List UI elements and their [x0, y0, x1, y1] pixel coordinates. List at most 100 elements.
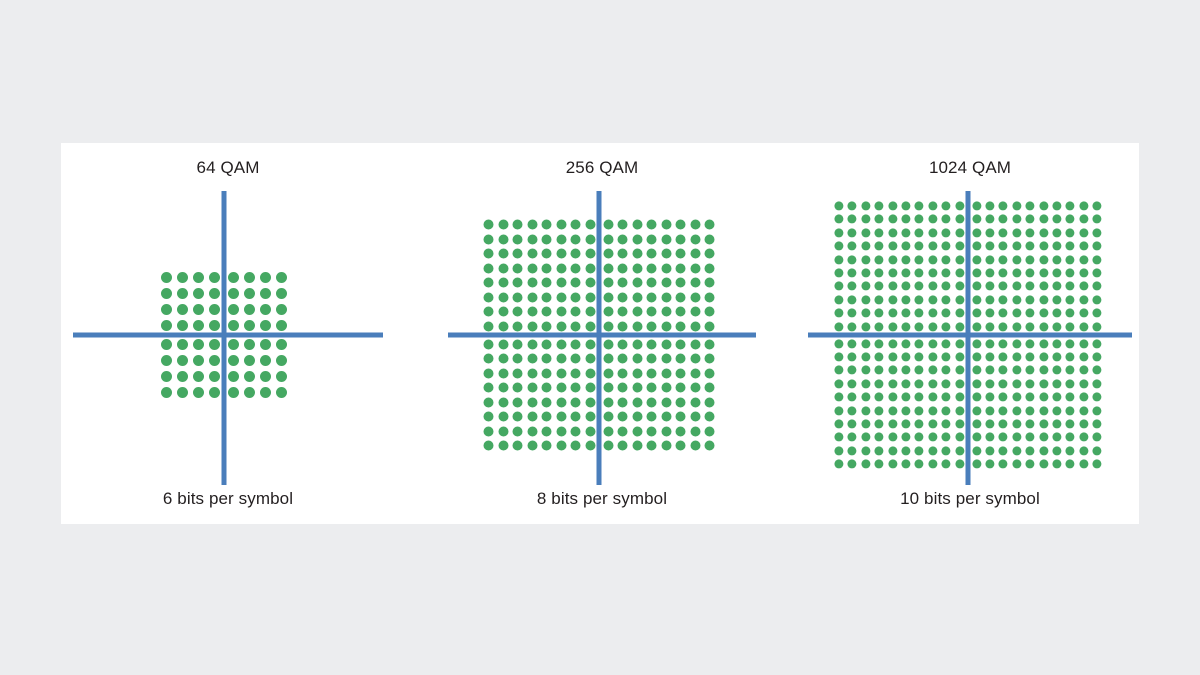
constellation-point	[690, 277, 700, 288]
constellation-point	[228, 304, 239, 315]
constellation-point	[985, 379, 995, 389]
constellation-point	[541, 368, 552, 378]
constellation-point	[941, 379, 951, 389]
constellation-point	[632, 426, 642, 436]
constellation-point	[512, 382, 523, 393]
constellation-point	[570, 397, 581, 407]
constellation-point	[985, 241, 995, 251]
constellation-point	[998, 446, 1008, 456]
constellation-point	[483, 292, 494, 302]
constellation-point	[901, 295, 911, 305]
constellation-point	[228, 320, 239, 331]
constellation-point	[928, 352, 938, 362]
constellation-point	[646, 426, 657, 436]
constellation-point	[861, 214, 871, 224]
constellation-point	[888, 268, 897, 278]
constellation-point	[928, 339, 938, 348]
constellation-point	[585, 219, 595, 230]
constellation-point	[985, 255, 995, 264]
constellation-point	[483, 426, 494, 436]
constellation-point	[690, 248, 700, 259]
constellation-point	[955, 419, 964, 429]
constellation-point	[276, 371, 287, 382]
constellation-point	[1092, 339, 1102, 348]
constellation-point	[193, 320, 204, 331]
constellation-point	[585, 292, 595, 302]
constellation-point	[690, 368, 700, 378]
constellation-point	[955, 214, 964, 224]
constellation-point	[177, 304, 188, 315]
constellation-point	[228, 355, 239, 366]
constellation-point	[161, 371, 172, 382]
constellation-point	[1012, 241, 1022, 251]
constellation-point	[985, 201, 995, 211]
constellation-point	[1052, 406, 1062, 415]
constellation-point	[675, 234, 686, 244]
constellation-point	[483, 382, 494, 393]
constellation-point	[972, 214, 981, 224]
constellation-point	[834, 241, 844, 251]
constellation-point	[1092, 365, 1102, 375]
constellation-point	[193, 272, 204, 283]
constellation-point	[928, 281, 938, 291]
constellation-point	[177, 371, 188, 382]
constellation-point	[955, 432, 964, 442]
constellation-point	[541, 263, 552, 273]
constellation-point	[861, 339, 871, 348]
constellation-point	[632, 321, 642, 331]
constellation-point	[193, 387, 204, 398]
constellation-point	[1025, 308, 1035, 318]
constellation-point	[512, 368, 523, 378]
constellation-point	[901, 432, 911, 442]
constellation-point	[972, 308, 981, 318]
constellation-point	[690, 440, 700, 451]
constellation-point	[498, 382, 508, 393]
constellation-point	[527, 321, 537, 331]
constellation-point	[1079, 322, 1089, 331]
constellation-point	[276, 304, 287, 315]
constellation-point	[161, 339, 172, 350]
constellation-point	[704, 277, 715, 288]
constellation-point	[955, 459, 964, 469]
constellation-point	[498, 440, 508, 451]
constellation-point	[512, 234, 523, 244]
constellation-point	[861, 308, 871, 318]
constellation-point	[874, 295, 884, 305]
constellation-point	[193, 304, 204, 315]
constellation-point	[874, 365, 884, 375]
constellation-point	[888, 241, 897, 251]
constellation-point	[1079, 295, 1089, 305]
constellation-point	[646, 339, 657, 349]
constellation-point	[914, 322, 924, 331]
constellation-point	[955, 352, 964, 362]
constellation-point	[1092, 446, 1102, 456]
constellation-point	[512, 248, 523, 259]
constellation-point	[646, 277, 657, 288]
constellation-point	[193, 371, 204, 382]
constellation-point	[888, 352, 897, 362]
constellation-point	[972, 379, 981, 389]
constellation-point	[1039, 339, 1048, 348]
constellation-point	[1052, 365, 1062, 375]
constellation-title: 1024 QAM	[928, 158, 1012, 177]
constellation-point	[1065, 406, 1075, 415]
constellation-point	[861, 446, 871, 456]
constellation-point	[985, 214, 995, 224]
constellation-point	[603, 353, 613, 364]
constellation-point	[617, 353, 628, 364]
constellation-point	[847, 322, 857, 331]
constellation-point	[690, 426, 700, 436]
constellation-point	[498, 292, 508, 302]
constellation-point	[690, 339, 700, 349]
constellation-point	[834, 339, 844, 348]
constellation-point	[632, 263, 642, 273]
constellation-point	[556, 234, 566, 244]
constellation-point	[955, 281, 964, 291]
constellation-point	[704, 263, 715, 273]
constellation-point	[570, 248, 581, 259]
constellation-point	[847, 339, 857, 348]
constellation-point	[928, 201, 938, 211]
constellation-point	[1012, 459, 1022, 469]
constellation-point	[498, 321, 508, 331]
